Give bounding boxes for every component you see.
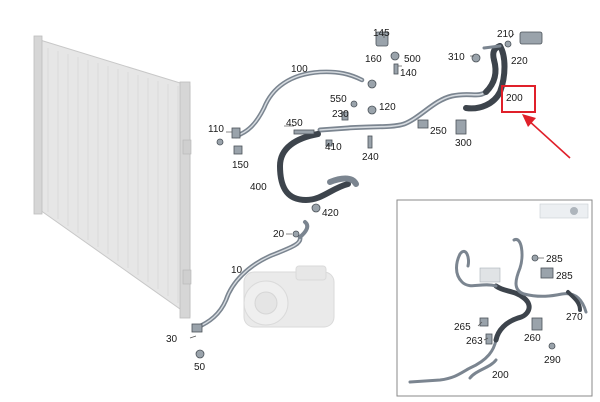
label-10: 10: [231, 265, 243, 276]
label-420: 420: [322, 208, 339, 219]
part-120-ring: [367, 105, 377, 115]
part-410-seal: [325, 139, 333, 147]
inset-label-280: 285: [556, 271, 573, 282]
part-50-ring: [195, 349, 205, 359]
label-50: 50: [194, 362, 206, 373]
label-230: 230: [332, 109, 349, 120]
part-140-pin: [393, 63, 399, 75]
part-450-bolt: [293, 129, 315, 135]
label-240: 240: [362, 152, 379, 163]
label-450: 450: [286, 118, 303, 129]
label-150: 150: [232, 160, 249, 171]
label-20: 20: [273, 229, 285, 240]
label-110: 110: [208, 124, 224, 135]
label-500: 500: [404, 54, 421, 65]
label-310: 310: [448, 52, 465, 63]
part-220-ring: [504, 40, 512, 48]
inset-panel: 285 285 270 260 290 265 263 200: [396, 199, 593, 397]
red-arrow-icon: [522, 114, 571, 159]
label-410: 410: [325, 142, 342, 153]
inset-label-285: 285: [546, 254, 563, 265]
label-160: 160: [365, 54, 382, 65]
part-310-ring: [471, 53, 481, 63]
part-230-seal: [341, 111, 349, 121]
inset-label-260: 260: [524, 333, 541, 344]
inset-part-280: [540, 267, 554, 279]
part-110-fitting: [231, 127, 241, 139]
label-120: 120: [379, 102, 396, 113]
part-30-fitting: [191, 323, 203, 333]
part-145-cap: [375, 31, 389, 47]
part-550-ring: [350, 100, 358, 108]
inset-part-265: [479, 317, 489, 327]
highlight-box: [501, 85, 536, 113]
inset-label-270: 270: [566, 312, 583, 323]
label-210: 210: [497, 29, 514, 40]
inset-part-263: [485, 333, 493, 345]
main-labels: 145 160 500 140 210 220 310 100 550 230 …: [166, 28, 528, 373]
label-220: 220: [511, 56, 528, 67]
compressor: [243, 265, 335, 328]
label-550: 550: [330, 94, 347, 105]
part-250-bracket: [417, 119, 429, 129]
inset-label-290: 290: [544, 355, 561, 366]
inset-label-265: 265: [454, 322, 471, 333]
label-30: 30: [166, 334, 178, 345]
label-100: 100: [291, 64, 308, 75]
part-150-bolt: [233, 145, 243, 155]
inset-part-260: [531, 317, 543, 331]
label-400: 400: [250, 182, 267, 193]
label-300: 300: [455, 138, 472, 149]
part-20-ring: [292, 230, 300, 238]
label-200-highlighted: 200: [506, 93, 523, 104]
part-110-ring: [216, 138, 224, 146]
inset-part-290: [548, 342, 556, 350]
part-240-screw: [367, 135, 373, 149]
part-210-valve: [519, 31, 543, 45]
part-500-valve: [390, 51, 400, 61]
condenser-radiator: [33, 35, 192, 319]
part-420-ring: [311, 203, 321, 213]
label-140: 140: [400, 68, 417, 79]
inset-label-200: 200: [492, 370, 509, 381]
label-250: 250: [430, 126, 447, 137]
inset-part-285: [531, 254, 539, 262]
inset-label-263: 263: [466, 336, 483, 347]
label-145: 145: [373, 28, 390, 39]
part-160-ring: [367, 79, 377, 89]
part-300-clip: [455, 119, 467, 135]
